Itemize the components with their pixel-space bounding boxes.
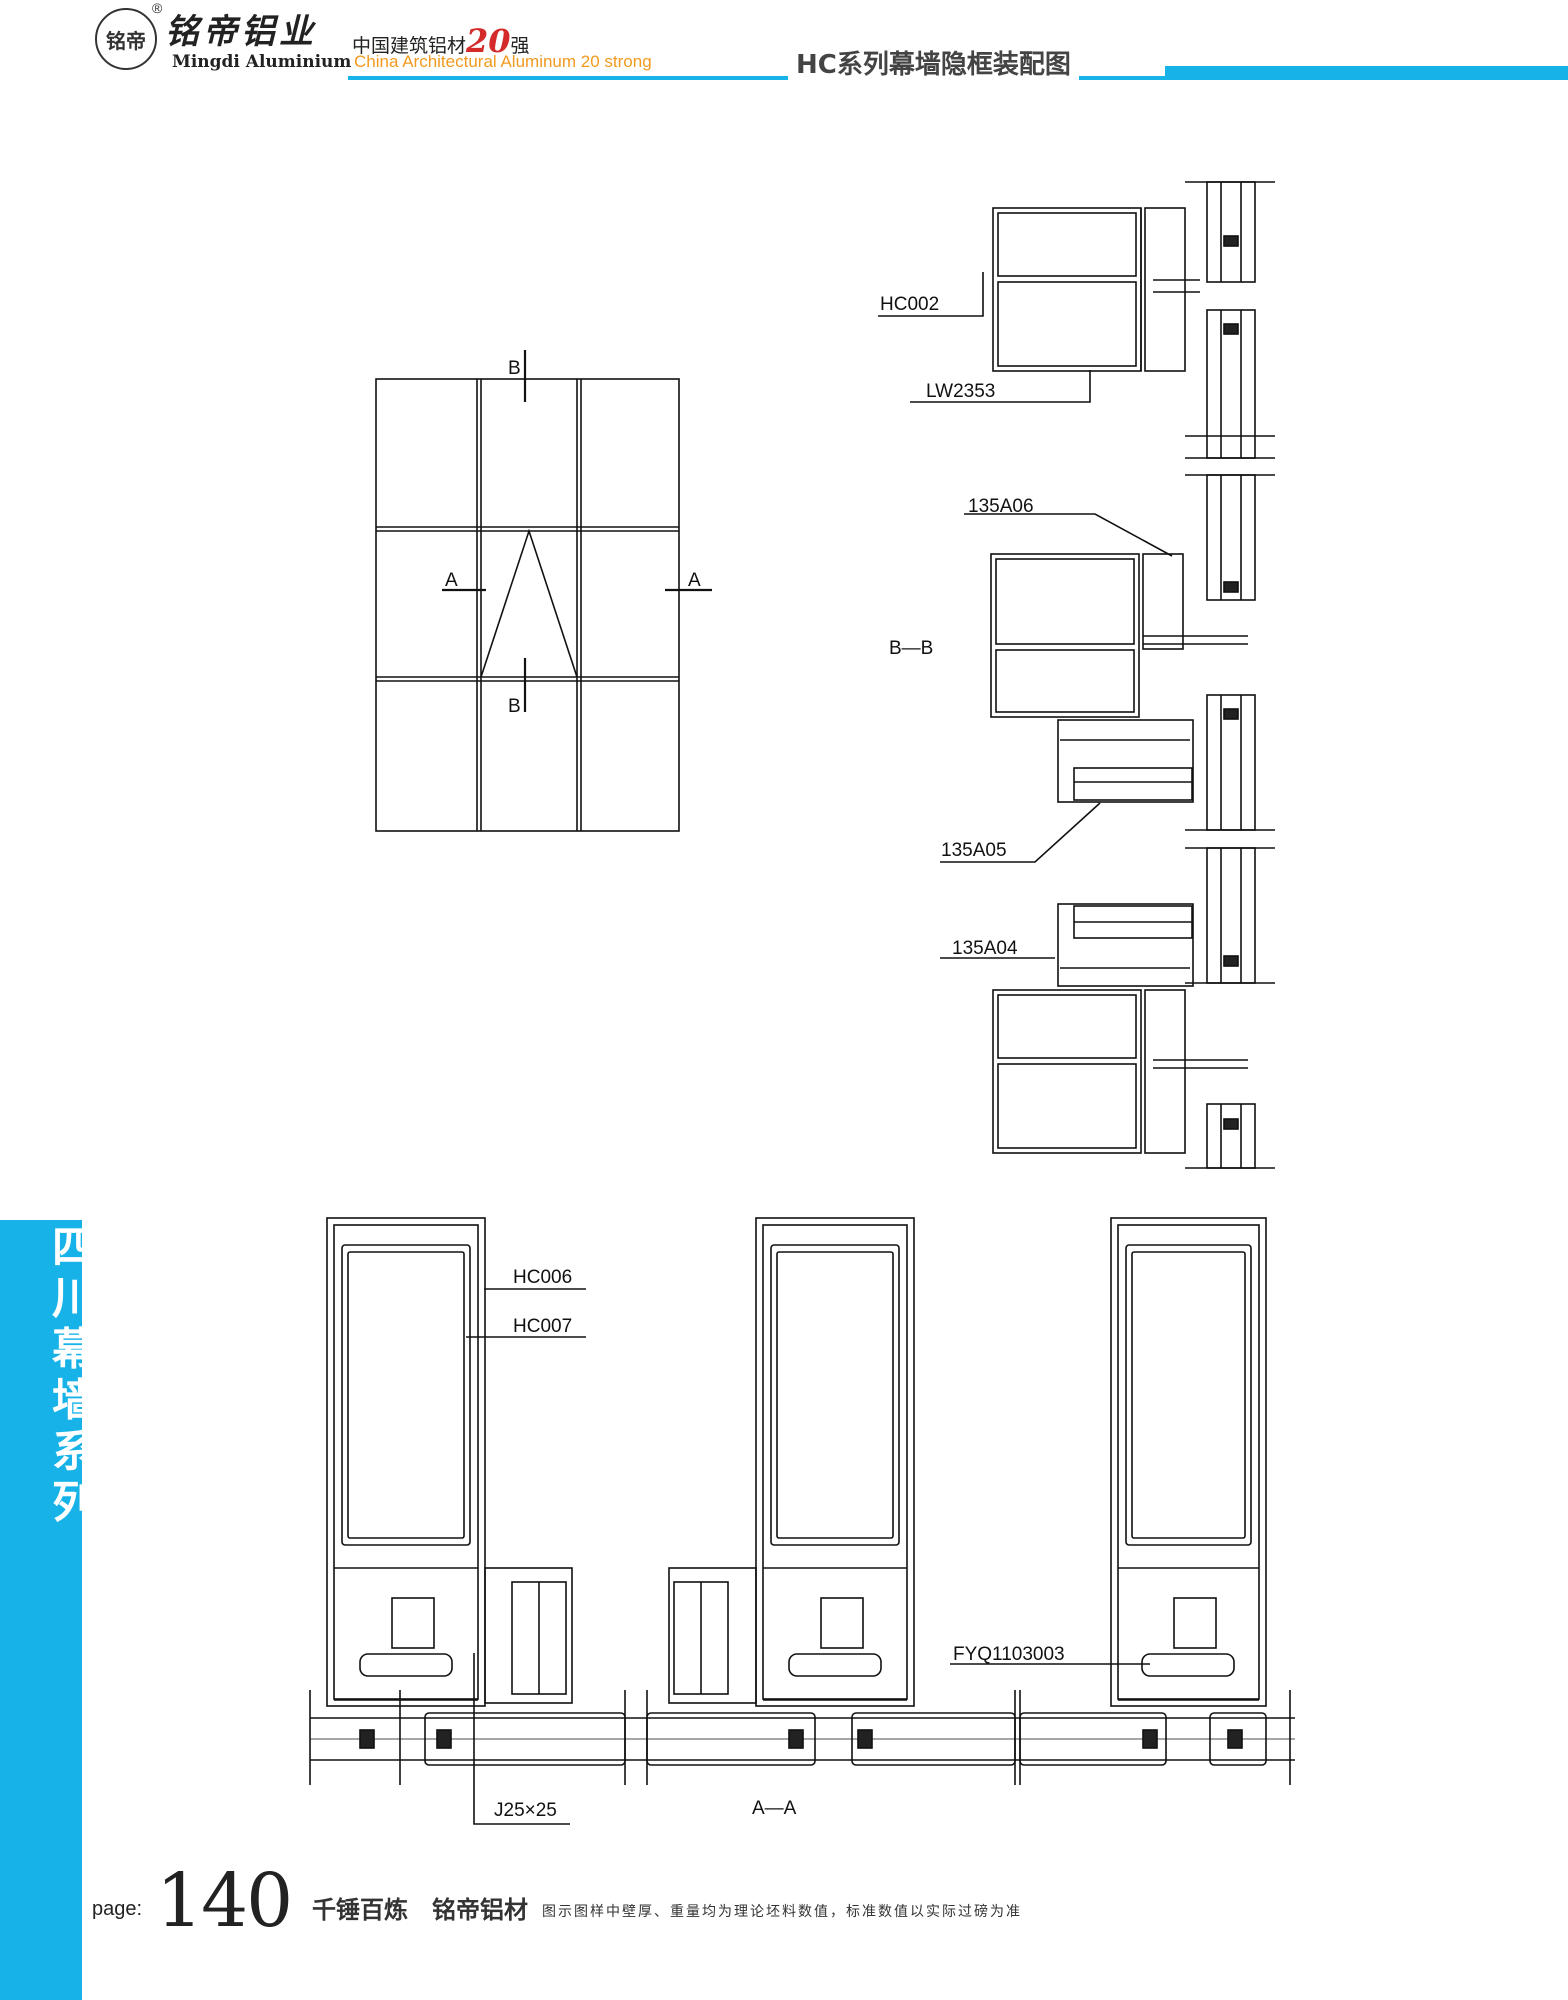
cut-b-bottom-label: B	[508, 696, 521, 717]
leader-135a06	[964, 513, 1173, 557]
mullion-profile-left	[326, 1217, 486, 1707]
leader-j25x25	[473, 1653, 570, 1825]
label-hc007: HC007	[513, 1316, 572, 1337]
transom-profile-135a06	[990, 553, 1248, 718]
transom-profile-bottom	[992, 989, 1248, 1154]
rank-title: 中国建筑铝材20强	[352, 22, 530, 60]
glass-pane	[1185, 694, 1275, 849]
header-accent-bar	[1165, 66, 1568, 76]
label-135a05: 135A05	[941, 840, 1007, 861]
label-lw2353: LW2353	[926, 381, 995, 402]
slogan-2: 铭帝铝材	[432, 1896, 528, 1924]
cut-a-left-label: A	[445, 570, 458, 591]
transom-profile-hc002	[992, 207, 1200, 372]
glass-pane	[1185, 181, 1275, 283]
glass-pane	[1185, 474, 1275, 601]
label-fyq1103003: FYQ1103003	[953, 1644, 1065, 1665]
leader-135a05	[940, 802, 1101, 863]
label-135a04: 135A04	[952, 938, 1018, 959]
vent-opening-symbol	[480, 528, 578, 678]
label-j25x25: J25×25	[494, 1800, 557, 1821]
glass-pane	[1185, 1103, 1275, 1169]
label-hc006: HC006	[513, 1267, 572, 1288]
section-aa-title: A—A	[752, 1798, 797, 1819]
side-tab-text: 四川幕墙系列	[52, 1222, 96, 1528]
brand-name-cn: 铭帝铝业	[165, 12, 317, 52]
logo-text: 铭帝	[106, 28, 146, 53]
rank-suffix: 强	[510, 36, 530, 57]
section-aa: HC006 HC007 FYQ1103003 J25×25 A—A	[309, 1217, 1295, 1825]
brand-name-en: Mingdi Aluminium	[172, 52, 352, 72]
registered-mark: ®	[152, 0, 163, 16]
rank-prefix: 中国建筑铝材	[352, 36, 467, 57]
vent-profile-135a04	[1057, 903, 1194, 987]
mullion-profile-right	[1110, 1217, 1267, 1707]
elevation-outline	[375, 378, 680, 832]
page-label: page:	[92, 1898, 143, 1920]
vent-frame-right	[668, 1567, 757, 1704]
mullion-profile-center	[755, 1217, 915, 1707]
label-hc002: HC002	[880, 294, 939, 315]
vent-profile-135a05	[1057, 719, 1194, 803]
label-135a06: 135A06	[968, 496, 1034, 517]
side-tab	[0, 1220, 82, 2000]
vent-frame-left	[484, 1567, 573, 1704]
leader-hc002	[878, 272, 984, 317]
elevation-view: B B A A	[375, 350, 712, 832]
section-bb-title: B—B	[889, 638, 933, 659]
page-number: 140	[156, 1858, 293, 1944]
glass-pane	[1185, 847, 1275, 984]
page-header: 铭帝 ® 铭帝铝业 Mingdi Aluminium 中国建筑铝材20强 Chi…	[0, 0, 1568, 90]
glass-pane	[1185, 309, 1275, 459]
brand-logo: 铭帝	[95, 8, 157, 70]
footer-note: 图示图样中壁厚、重量均为理论坯料数值，标准数值以实际过磅为准	[542, 1903, 1022, 1919]
section-bb: HC002 LW2353 135A06 135A05 135A04 B—B	[878, 181, 1275, 1169]
rank-number: 20	[466, 22, 511, 60]
leader-lw2353	[910, 370, 1091, 403]
page-title: HC系列幕墙隐框装配图	[788, 44, 1079, 81]
slogan-1: 千锤百炼	[312, 1896, 408, 1924]
cut-a-right-label: A	[688, 570, 701, 591]
rank-subtitle: China Architectural Aluminum 20 strong	[354, 52, 652, 71]
cut-b-top-label: B	[508, 358, 521, 379]
glass-row	[309, 1690, 1295, 1785]
